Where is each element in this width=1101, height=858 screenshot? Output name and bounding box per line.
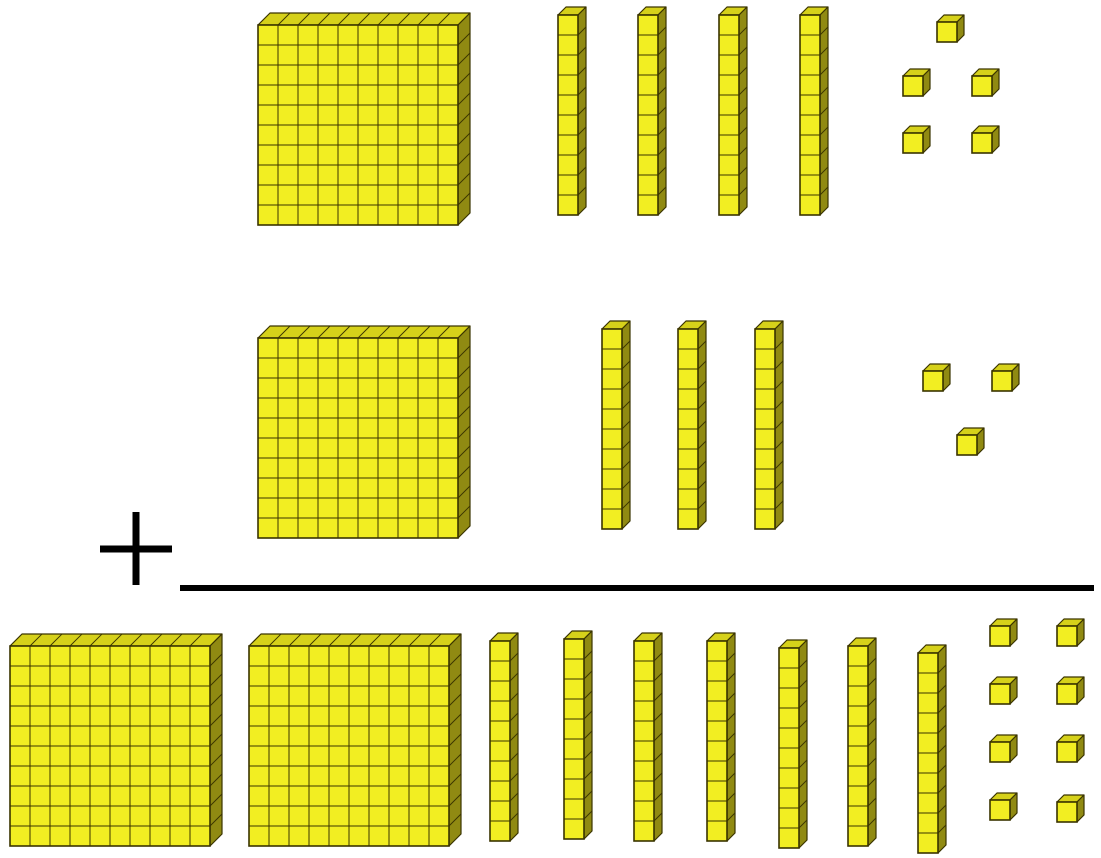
hundred-flat bbox=[9, 633, 223, 847]
one-cube bbox=[922, 363, 951, 392]
ten-rod bbox=[706, 632, 736, 842]
one-cube bbox=[1056, 676, 1085, 705]
ten-rod bbox=[489, 632, 519, 842]
ten-rod bbox=[778, 639, 808, 849]
one-cube bbox=[956, 427, 985, 456]
one-cube bbox=[991, 363, 1020, 392]
one-cube bbox=[1056, 794, 1085, 823]
ten-rod bbox=[799, 6, 829, 216]
one-cube bbox=[989, 734, 1018, 763]
sum-row bbox=[9, 618, 1085, 854]
ten-rod bbox=[563, 630, 593, 840]
hundred-flat bbox=[248, 633, 462, 847]
one-cube bbox=[936, 14, 965, 43]
ten-rod bbox=[847, 637, 877, 847]
addend-1-row bbox=[257, 6, 1000, 226]
hundred-flat bbox=[257, 325, 471, 539]
plus-icon bbox=[100, 512, 172, 585]
one-cube bbox=[902, 68, 931, 97]
one-cube bbox=[989, 618, 1018, 647]
one-cube bbox=[1056, 734, 1085, 763]
ten-rod bbox=[601, 320, 631, 530]
one-cube bbox=[971, 68, 1000, 97]
ten-rod bbox=[637, 6, 667, 216]
one-cube bbox=[989, 676, 1018, 705]
addend-2-row bbox=[257, 320, 1020, 539]
ten-rod bbox=[633, 632, 663, 842]
ten-rod bbox=[754, 320, 784, 530]
hundred-flat bbox=[257, 12, 471, 226]
ten-rod bbox=[718, 6, 748, 216]
one-cube bbox=[1056, 618, 1085, 647]
ten-rod bbox=[677, 320, 707, 530]
one-cube bbox=[902, 125, 931, 154]
ten-rod bbox=[917, 644, 947, 854]
ten-rod bbox=[557, 6, 587, 216]
one-cube bbox=[989, 792, 1018, 821]
one-cube bbox=[971, 125, 1000, 154]
